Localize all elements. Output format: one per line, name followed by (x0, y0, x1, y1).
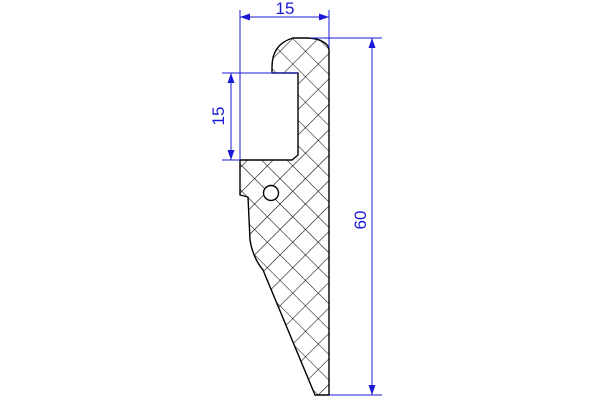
profile-section (239, 37, 330, 396)
slot-dimension-label: 15 (209, 107, 228, 126)
height-dimension-label: 60 (351, 211, 370, 230)
profile-hole (262, 184, 280, 202)
width-dimension-label: 15 (276, 0, 295, 18)
dimension-height: 60 (310, 37, 382, 396)
dimension-width: 15 (239, 0, 330, 160)
dimension-slot: 15 (209, 72, 298, 161)
